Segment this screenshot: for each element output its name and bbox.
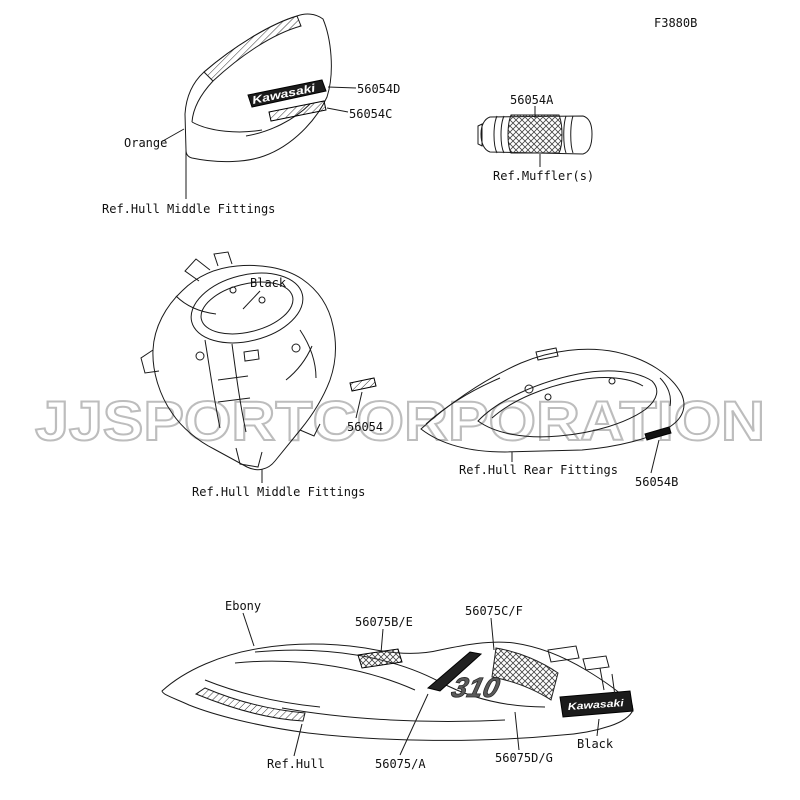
leader-lines: [160, 86, 660, 757]
ref-hull-middle-fittings-top: Ref.Hull Middle Fittings: [102, 202, 276, 216]
part-number-56075a: 56075/A: [375, 757, 426, 771]
ref-hull: Ref.Hull: [267, 757, 325, 771]
hull-middle-panel-drawing: Kawasaki: [184, 13, 332, 163]
part-number-56054c: 56054C: [349, 107, 393, 121]
part-number-56054b: 56054B: [635, 475, 679, 489]
watermark-text: JJSPORTCORPORATION: [35, 389, 765, 452]
color-label-ebony: Ebony: [225, 599, 262, 613]
ref-hull-rear-fittings: Ref.Hull Rear Fittings: [459, 463, 618, 477]
ref-hull-middle-fittings-mid: Ref.Hull Middle Fittings: [192, 485, 366, 499]
color-label-black-mid: Black: [250, 276, 287, 290]
part-number-56075dg: 56075D/G: [495, 751, 553, 765]
hull-kawasaki-decal-text: Kawasaki: [567, 698, 624, 713]
color-label-orange: Orange: [124, 136, 168, 150]
hull-side-drawing: 310 Kawasaki: [161, 641, 634, 741]
ref-muffler: Ref.Muffler(s): [493, 169, 595, 183]
part-number-56054: 56054: [347, 420, 384, 434]
muffler-drawing: [477, 114, 593, 155]
part-number-56054d: 56054D: [357, 82, 401, 96]
figure-code: F3880B: [654, 16, 698, 30]
hull-310-decal-text: 310: [448, 672, 503, 704]
kawasaki-decal-text: Kawasaki: [251, 82, 317, 107]
hull-rear-fittings-drawing: [420, 347, 685, 453]
color-label-black-bottom: Black: [577, 737, 614, 751]
part-number-56075cf: 56075C/F: [465, 604, 523, 618]
part-number-56075be: 56075B/E: [355, 615, 413, 629]
hull-middle-fittings-drawing: [140, 251, 377, 471]
part-number-56054a: 56054A: [510, 93, 554, 107]
